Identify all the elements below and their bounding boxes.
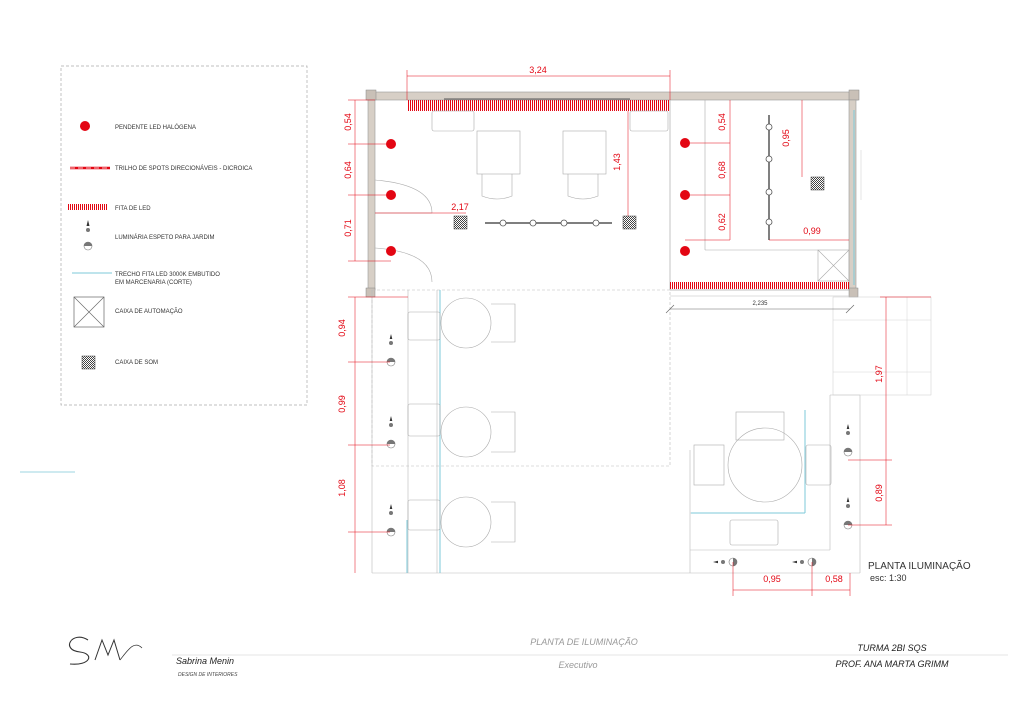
dim-right-197: 1,97 (874, 365, 884, 383)
dim-right-099: 0,99 (803, 226, 821, 236)
dim-top: 3,24 (529, 65, 547, 75)
speaker-center (622, 215, 637, 230)
dim-wall-2235: 2,235 (752, 301, 768, 307)
spot-track-horizontal (485, 219, 612, 227)
furniture (374, 100, 850, 548)
legend-embedded-led-label: TRECHO FITA LED 3000K EMBUTIDO (115, 272, 220, 278)
dim-bottom-095: 0,95 (763, 574, 781, 584)
legend-track-label: TRILHO DE SPOTS DIRECIONÁVEIS - DICROICA (115, 165, 252, 172)
dim-left-b: 0,64 (343, 161, 353, 179)
legend-embedded-led-label-2: EM MARCENARIA (CORTE) (115, 280, 192, 286)
speaker-left (453, 215, 468, 230)
speaker-legend-icon (81, 355, 96, 370)
dim-right-068: 0,68 (717, 161, 727, 179)
floor-plan-walls (365, 89, 932, 574)
dim-right-054: 0,54 (717, 113, 727, 131)
dim-right-089: 0,89 (874, 484, 884, 502)
drawing-title: PLANTA DE ILUMINAÇÃO (530, 637, 638, 647)
pendant-legend-icon (80, 121, 90, 131)
dim-left-108: 1,08 (337, 479, 347, 497)
logo (68, 636, 143, 665)
led-strip-top (407, 100, 670, 111)
legend-box: PENDENTE LED HALÓGENA TRILHO DE SPOTS DI… (60, 65, 308, 406)
pendant-icon (386, 246, 396, 256)
garden-spikes (386, 334, 853, 567)
dim-left-a: 0,54 (343, 113, 353, 131)
class-name: TURMA 2BI SQS (857, 643, 926, 653)
dim-right-095: 0,95 (781, 129, 791, 147)
dim-inner-143: 1,43 (612, 153, 622, 171)
pendant-icon (680, 246, 690, 256)
speaker-right (810, 176, 825, 191)
designer-subtitle: DESIGN DE INTERIORES (178, 672, 238, 678)
pendants (386, 138, 690, 256)
dim-right-062: 0,62 (717, 213, 727, 231)
designer-name: Sabrina Menin (176, 656, 234, 666)
led-strip-partition (670, 282, 850, 289)
garden-spike-legend-icon (83, 220, 93, 251)
dim-left-099: 0,99 (337, 395, 347, 413)
plan-title: PLANTA ILUMINAÇÃO (868, 559, 971, 572)
legend-automation-label: CAIXA DE AUTOMAÇÃO (115, 308, 183, 315)
embedded-led-lines (406, 110, 855, 573)
plan-scale: esc: 1:30 (870, 573, 907, 583)
legend-garden-label: LUMINÁRIA ESPETO PARA JARDIM (115, 234, 214, 241)
legend-led-label: FITA DE LED (115, 206, 151, 212)
led-strip-legend-icon (68, 204, 108, 210)
drawing-phase: Executivo (558, 660, 597, 670)
professor-name: PROF. ANA MARTA GRIMM (835, 659, 949, 669)
legend-pendant-label: PENDENTE LED HALÓGENA (115, 124, 196, 131)
dim-left-094: 0,94 (337, 319, 347, 337)
automation-box-legend-icon (73, 296, 105, 328)
spot-track-vertical (765, 115, 773, 240)
dim-left-c: 0,71 (343, 219, 353, 237)
title-block: Sabrina Menin DESIGN DE INTERIORES PLANT… (68, 636, 1008, 678)
dim-bottom-058: 0,58 (825, 574, 843, 584)
dim-inner-217: 2,17 (451, 202, 469, 212)
legend-speaker-label: CAIXA DE SOM (115, 360, 158, 366)
dimension-lines (348, 70, 931, 596)
